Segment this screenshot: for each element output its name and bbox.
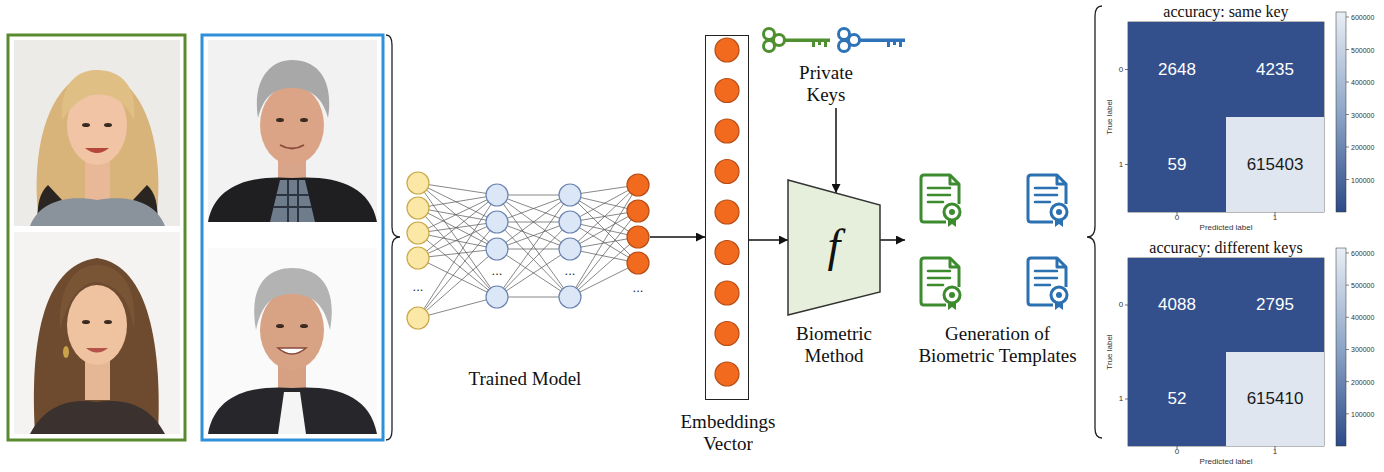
face-photo [14,40,180,226]
matrix-cell: 4235 [1226,22,1324,117]
node-label: Biometric Method [774,323,894,367]
embedding-units [715,38,739,386]
neural-network [407,172,649,329]
node-label: Trained Model [400,368,650,390]
node-label: Private Keys [780,62,872,106]
node-label: Embeddings Vector [668,411,788,455]
brace [386,35,400,440]
colorbar-tick: 400000 [1351,79,1374,86]
confusion-matrix: accuracy: different keys4088279552615410 [1128,258,1324,446]
matrix-axes [1125,22,1324,449]
flow-arrow [650,236,705,238]
tick-label: 0 [1175,214,1179,222]
confusion-matrix: accuracy: same key2648423559615403 [1128,22,1324,212]
colorbar-tick: 100000 [1351,176,1374,183]
colorbar-tick: 200000 [1351,378,1374,385]
matrix-cell: 615403 [1226,117,1324,212]
cell-value: 2648 [1128,22,1226,117]
colorbar-tick: 500000 [1351,282,1374,289]
matrix-cell: 615410 [1226,352,1324,446]
colorbar-tick: 300000 [1351,111,1374,118]
face-photo [14,232,180,434]
axis-title: Predicted label [1200,224,1253,232]
ellipsis: ... [412,280,425,293]
function-symbol: f [788,220,880,273]
trapezoid-shape [788,180,880,315]
ellipsis: ... [564,264,577,277]
flow-arrow [749,239,788,241]
vector-box: Embeddings Vector [705,35,749,400]
photo-group [8,35,383,440]
cell-value: 4235 [1226,22,1324,117]
group-frame [202,35,383,440]
face-photo [208,40,377,222]
matrix-cell: 2648 [1128,22,1226,117]
cell-value: 52 [1128,352,1226,446]
colorbar-tick: 100000 [1351,410,1374,417]
face-photo [208,248,377,434]
template-icons [921,175,1067,310]
matrix-cell: 52 [1128,352,1226,446]
ellipsis: ... [491,264,504,277]
node-label: Generation of Biometric Templates [910,323,1085,367]
colorbar-tick: 500000 [1351,46,1374,53]
key-icon [764,29,831,52]
colorbar-tick: 200000 [1351,144,1374,151]
model-block: Trained Model [400,160,650,395]
colorbar-tick: 600000 [1351,14,1374,21]
colorbar-tick: 300000 [1351,346,1374,353]
matrix-title: accuracy: different keys [1116,240,1336,256]
matrix-cell: 2795 [1226,258,1324,352]
key-block: Private Keys [780,62,872,108]
colorbar-tick: 400000 [1351,314,1374,321]
axis-title: Predicted label [1200,458,1253,466]
flow-arrow [835,108,837,193]
group-frame [8,35,185,440]
function-trapezoid: fBiometric Method [788,180,880,315]
cell-value: 2795 [1226,258,1324,352]
matrix-cell: 59 [1128,117,1226,212]
tick-label: 0 [1119,301,1123,309]
tick-label: 1 [1273,448,1277,456]
colorbar-tick: 600000 [1351,249,1374,256]
axis-title: True label [1106,99,1114,134]
key-icon [839,29,906,52]
colorbar [1336,12,1349,446]
cell-value: 4088 [1128,258,1226,352]
flow-arrow [880,239,905,241]
tick-label: 1 [1119,161,1123,169]
cell-value: 59 [1128,117,1226,212]
ellipsis: ... [632,281,645,294]
tick-label: 1 [1119,395,1123,403]
cell-value: 615403 [1226,117,1324,212]
cell-value: 615410 [1226,352,1324,446]
tick-label: 0 [1119,66,1123,74]
axis-title: True label [1106,334,1114,369]
template-block: Generation of Biometric Templates [905,165,1090,375]
matrix-title: accuracy: same key [1116,4,1336,20]
matrix-cell: 4088 [1128,258,1226,352]
tick-label: 1 [1273,214,1277,222]
tick-label: 0 [1175,448,1179,456]
brace [1087,6,1102,438]
